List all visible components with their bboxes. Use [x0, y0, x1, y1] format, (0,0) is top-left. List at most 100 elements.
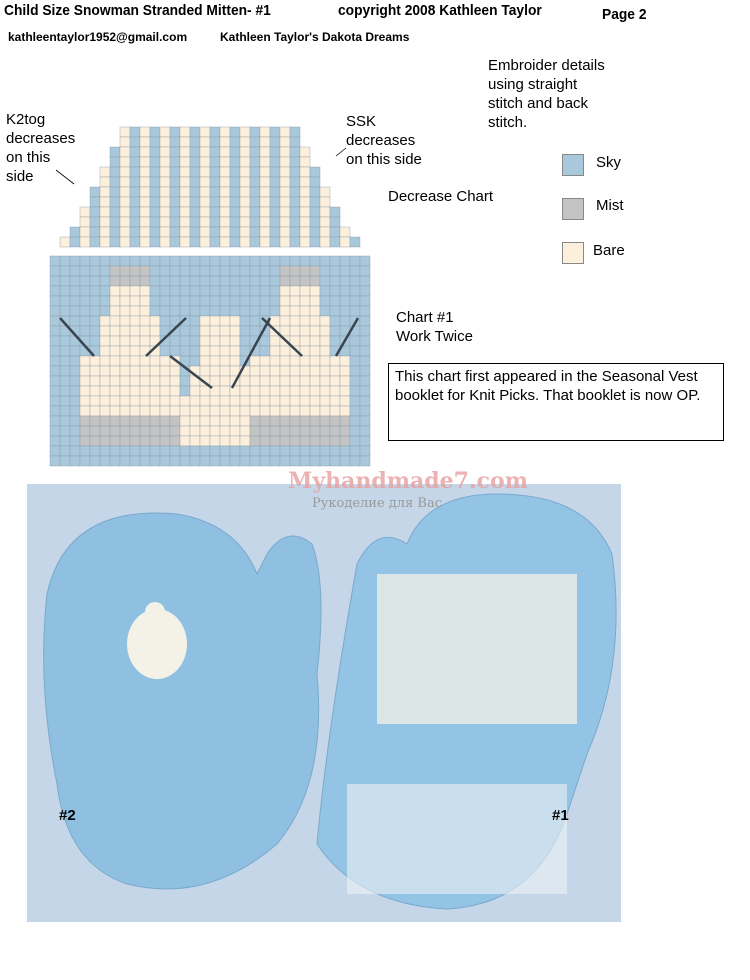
chart-cell	[269, 315, 281, 327]
chart-cell	[229, 435, 241, 447]
chart-cell	[349, 345, 361, 357]
decrease-cell	[89, 236, 101, 248]
chart-cell	[199, 315, 211, 327]
chart-cell	[109, 455, 121, 467]
chart-cell	[219, 385, 231, 397]
decrease-cell	[119, 126, 131, 138]
chart-cell	[359, 325, 371, 337]
chart-cell	[269, 345, 281, 357]
chart-cell	[89, 415, 101, 427]
chart-cell	[89, 355, 101, 367]
chart-cell	[189, 275, 201, 287]
decrease-cell	[269, 146, 281, 158]
chart-cell	[189, 425, 201, 437]
decrease-cell	[169, 236, 181, 248]
chart-cell	[59, 415, 71, 427]
decrease-cell	[169, 216, 181, 228]
decrease-cell	[289, 136, 301, 148]
decrease-cell	[339, 226, 351, 238]
chart-cell	[319, 315, 331, 327]
chart-cell	[139, 315, 151, 327]
decrease-cell	[149, 166, 161, 178]
chart-cell	[239, 305, 251, 317]
chart-cell	[199, 355, 211, 367]
chart-cell	[69, 435, 81, 447]
chart-cell	[319, 455, 331, 467]
chart-cell	[169, 455, 181, 467]
decrease-cell	[179, 216, 191, 228]
chart-cell	[299, 285, 311, 297]
decrease-cell	[299, 146, 311, 158]
chart-cell	[169, 285, 181, 297]
decrease-cell	[269, 186, 281, 198]
chart-cell	[249, 425, 261, 437]
chart-cell	[239, 405, 251, 417]
chart-cell	[169, 445, 181, 457]
decrease-cell	[239, 166, 251, 178]
decrease-cell	[149, 176, 161, 188]
decrease-cell	[229, 196, 241, 208]
chart-cell	[169, 385, 181, 397]
chart-cell	[269, 365, 281, 377]
decrease-cell	[109, 196, 121, 208]
legend-swatch-mist	[562, 198, 584, 220]
chart-cell	[139, 355, 151, 367]
chart-cell	[229, 405, 241, 417]
chart-cell	[249, 415, 261, 427]
chart-cell	[49, 305, 61, 317]
decrease-cell	[279, 126, 291, 138]
decrease-cell	[139, 206, 151, 218]
decrease-cell	[129, 236, 141, 248]
chart-cell	[269, 395, 281, 407]
chart-cell	[69, 455, 81, 467]
chart-cell	[209, 405, 221, 417]
decrease-cell	[269, 156, 281, 168]
chart-cell	[159, 355, 171, 367]
chart-cell	[229, 305, 241, 317]
decrease-cell	[169, 126, 181, 138]
chart-cell	[219, 415, 231, 427]
chart-cell	[199, 305, 211, 317]
chart-cell	[139, 255, 151, 267]
chart-cell	[89, 435, 101, 447]
decrease-cell	[109, 176, 121, 188]
decrease-cell	[249, 196, 261, 208]
chart-cell	[89, 445, 101, 457]
chart-cell	[219, 335, 231, 347]
chart-cell	[169, 275, 181, 287]
decrease-cell	[289, 176, 301, 188]
chart-cell	[99, 425, 111, 437]
decrease-cell	[139, 186, 151, 198]
chart-cell	[339, 445, 351, 457]
decrease-cell	[259, 126, 271, 138]
chart-cell	[119, 295, 131, 307]
chart-cell	[79, 435, 91, 447]
chart-cell	[339, 395, 351, 407]
chart-cell	[239, 395, 251, 407]
chart-cell	[109, 345, 121, 357]
decrease-cell	[269, 136, 281, 148]
chart-cell	[149, 415, 161, 427]
chart-cell	[139, 405, 151, 417]
chart-cell	[159, 255, 171, 267]
chart-cell	[159, 295, 171, 307]
chart-cell	[269, 275, 281, 287]
chart-cell	[69, 365, 81, 377]
chart-cell	[99, 365, 111, 377]
chart-cell	[239, 375, 251, 387]
decrease-cell	[139, 136, 151, 148]
chart-cell	[349, 305, 361, 317]
copyright: copyright 2008 Kathleen Taylor	[338, 2, 542, 19]
decrease-cell	[89, 226, 101, 238]
chart-cell	[219, 445, 231, 457]
chart-cell	[99, 335, 111, 347]
chart-cell	[329, 325, 341, 337]
chart-cell	[289, 255, 301, 267]
decrease-cell	[219, 176, 231, 188]
chart-cell	[219, 425, 231, 437]
decrease-cell	[219, 206, 231, 218]
decrease-cell	[189, 166, 201, 178]
chart-cell	[249, 325, 261, 337]
chart-cell	[309, 375, 321, 387]
decrease-cell	[79, 226, 91, 238]
